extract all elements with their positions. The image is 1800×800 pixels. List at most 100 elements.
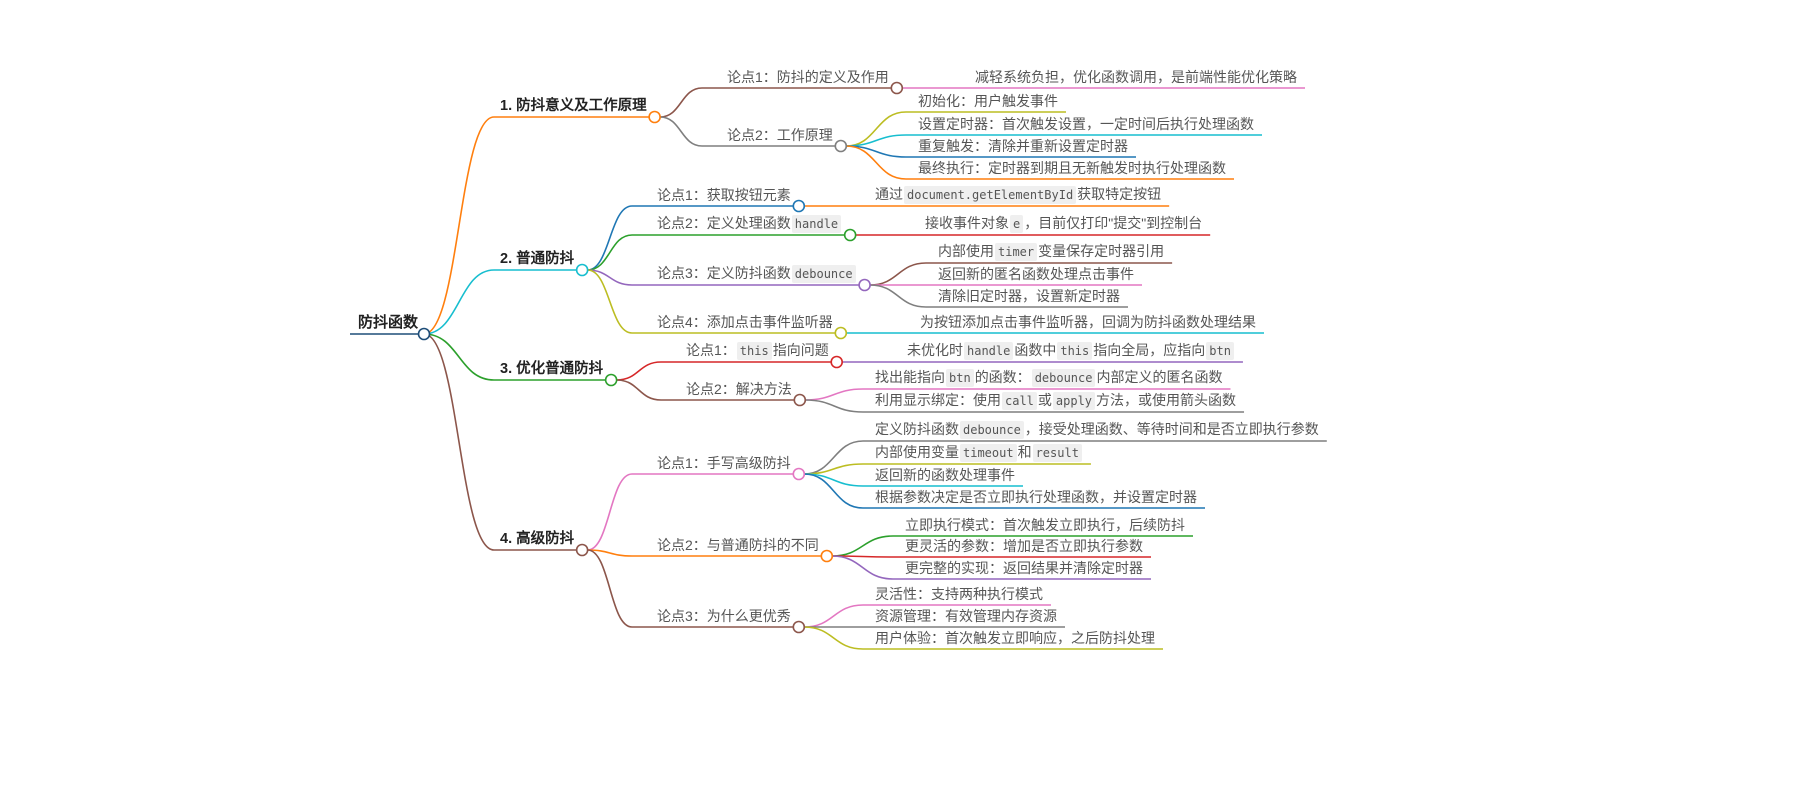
point-connector	[587, 269, 633, 334]
point-node[interactable]: 论点2：工作原理	[727, 125, 833, 146]
inline-code: btn	[1206, 342, 1234, 360]
inline-code: e	[1010, 215, 1024, 233]
node-text: 根据参数决定是否立即执行处理函数，并设置定时器	[875, 489, 1197, 505]
point-toggle-circle[interactable]	[834, 326, 848, 340]
leaf-node[interactable]: 灵活性：支持两种执行模式	[875, 584, 1043, 605]
leaf-node[interactable]: 减轻系统负担，优化函数调用，是前端性能优化策略	[975, 67, 1297, 88]
inline-code: handle	[964, 342, 1014, 360]
point-toggle-circle[interactable]	[830, 355, 844, 369]
node-text: 清除旧定时器，设置新定时器	[938, 288, 1120, 304]
node-text: 重复触发：清除并重新设置定时器	[918, 138, 1128, 154]
point-toggle-circle[interactable]	[820, 549, 834, 563]
node-text: 更灵活的参数：增加是否立即执行参数	[905, 538, 1143, 554]
branch-connector	[423, 116, 495, 335]
root-toggle-circle[interactable]	[417, 327, 431, 341]
node-text: 找出能指向	[875, 369, 945, 385]
root-node[interactable]: 防抖函数	[358, 314, 419, 331]
point-toggle-circle[interactable]	[792, 467, 806, 481]
point-connector	[587, 473, 633, 551]
node-text: 灵活性：支持两种执行模式	[875, 586, 1043, 602]
leaf-node[interactable]: 立即执行模式：首次触发立即执行，后续防抖	[905, 515, 1185, 536]
node-text: 减轻系统负担，优化函数调用，是前端性能优化策略	[975, 69, 1297, 85]
point-connector	[660, 87, 703, 118]
leaf-node[interactable]: 用户体验：首次触发立即响应，之后防抖处理	[875, 628, 1155, 649]
leaf-node[interactable]: 返回新的匿名函数处理点击事件	[938, 264, 1134, 285]
point-toggle-circle[interactable]	[843, 228, 857, 242]
leaf-node[interactable]: 更完整的实现：返回结果并清除定时器	[905, 558, 1143, 579]
inline-code: debounce	[791, 265, 856, 283]
leaf-node[interactable]: 为按钮添加点击事件监听器，回调为防抖函数处理结果	[920, 312, 1256, 333]
branch-node[interactable]: 2. 普通防抖	[500, 251, 575, 267]
point-node[interactable]: 论点1：手写高级防抖	[657, 453, 791, 474]
node-text: 更完整的实现：返回结果并清除定时器	[905, 560, 1143, 576]
leaf-node[interactable]: 根据参数决定是否立即执行处理函数，并设置定时器	[875, 487, 1197, 508]
point-toggle-circle[interactable]	[793, 393, 807, 407]
node-text: 内部使用变量	[875, 444, 959, 460]
branch-node[interactable]: 1. 防抖意义及工作原理	[500, 98, 647, 114]
node-text: 未优化时	[907, 342, 963, 358]
leaf-node[interactable]: 资源管理：有效管理内存资源	[875, 606, 1057, 627]
point-node[interactable]: 论点3：为什么更优秀	[657, 606, 791, 627]
point-connector	[587, 234, 633, 271]
branch-connector	[423, 333, 495, 551]
node-text: 最终执行：定时器到期且无新触发时执行处理函数	[918, 160, 1226, 176]
point-node[interactable]: 论点1：获取按钮元素	[657, 185, 791, 206]
point-node[interactable]: 论点1：防抖的定义及作用	[727, 67, 889, 88]
node-text: ，接受处理函数、等待时间和是否立即执行参数	[1024, 421, 1319, 437]
inline-code: this	[736, 342, 772, 360]
point-node[interactable]: 论点4：添加点击事件监听器	[657, 312, 833, 333]
leaf-node[interactable]: 初始化：用户触发事件	[918, 91, 1058, 112]
point-toggle-circle[interactable]	[890, 81, 904, 95]
point-node[interactable]: 论点2：与普通防抖的不同	[657, 535, 819, 556]
node-text: 论点3：定义防抖函数	[657, 265, 791, 281]
node-text: 返回新的函数处理事件	[875, 467, 1015, 483]
node-text: 内部定义的匿名函数	[1096, 369, 1223, 385]
point-toggle-circle[interactable]	[858, 278, 871, 292]
point-toggle-circle[interactable]	[834, 139, 848, 153]
node-text: 设置定时器：首次触发设置，一定时间后执行处理函数	[918, 116, 1254, 132]
node-text: 论点2：定义处理函数	[657, 215, 791, 231]
leaf-node[interactable]: 设置定时器：首次触发设置，一定时间后执行处理函数	[918, 114, 1254, 135]
branch-connector	[424, 333, 495, 381]
node-text: 变量保存定时器引用	[1038, 243, 1165, 259]
inline-code: timeout	[960, 444, 1017, 462]
node-text: 用户体验：首次触发立即响应，之后防抖处理	[875, 630, 1155, 646]
point-toggle-circle[interactable]	[792, 199, 806, 213]
point-node[interactable]: 论点2：解决方法	[686, 379, 792, 400]
node-text: 返回新的匿名函数处理点击事件	[938, 266, 1134, 282]
node-text: 获取特定按钮	[1077, 186, 1162, 202]
node-text: 论点2：与普通防抖的不同	[657, 537, 819, 553]
branch-toggle-circle[interactable]	[604, 373, 618, 387]
branch-node[interactable]: 3. 优化普通防抖	[500, 361, 604, 377]
inline-code: timer	[995, 243, 1038, 261]
leaf-node[interactable]: 返回新的函数处理事件	[875, 465, 1015, 486]
point-toggle-circle[interactable]	[792, 620, 806, 634]
inline-code: debounce	[1031, 369, 1096, 387]
leaf-node[interactable]: 最终执行：定时器到期且无新触发时执行处理函数	[918, 158, 1226, 179]
leaf-node[interactable]: 更灵活的参数：增加是否立即执行参数	[905, 536, 1143, 557]
node-text: 为按钮添加点击事件监听器，回调为防抖函数处理结果	[920, 314, 1256, 330]
branch-node[interactable]: 4. 高级防抖	[500, 531, 575, 547]
branch-toggle-circle[interactable]	[575, 263, 589, 277]
leaf-node[interactable]: 重复触发：清除并重新设置定时器	[918, 136, 1128, 157]
leaf-node[interactable]: 清除旧定时器，设置新定时器	[938, 286, 1120, 307]
node-text: 利用显示绑定：使用	[875, 392, 1001, 408]
branch-toggle-circle[interactable]	[575, 543, 589, 557]
node-text: 内部使用	[938, 243, 994, 259]
point-connector	[660, 116, 703, 147]
branch-toggle-circle[interactable]	[648, 110, 661, 124]
node-text: 或	[1037, 392, 1052, 408]
node-text: 论点3：为什么更优秀	[657, 608, 791, 624]
